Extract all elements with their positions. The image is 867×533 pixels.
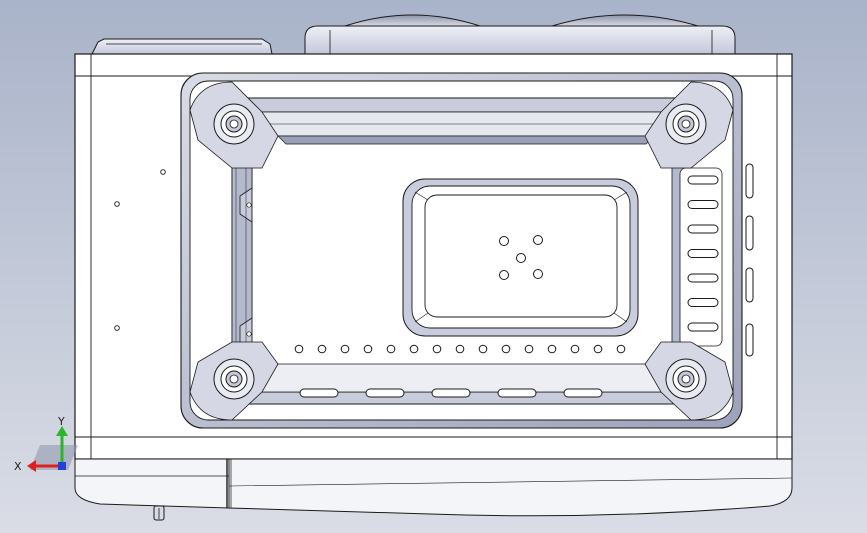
top-dome-right [551, 14, 699, 27]
z-axis-stub [58, 462, 66, 470]
side-slot [687, 273, 719, 283]
left-face-holes [114, 169, 166, 331]
hole-row [294, 344, 626, 354]
small-hole [570, 344, 580, 354]
small-hole [317, 344, 327, 354]
small-hole [616, 344, 626, 354]
bottom-base [74, 458, 793, 517]
small-hole [409, 344, 419, 354]
horizontal-slot [299, 388, 339, 398]
boss-top-right [644, 81, 734, 169]
small-hole [340, 344, 350, 354]
y-axis-label: Y [57, 415, 65, 428]
small-hole [386, 344, 396, 354]
small-hole [478, 344, 488, 354]
center-hole-pattern [499, 235, 543, 280]
side-slot [687, 175, 719, 185]
horizontal-slot [431, 388, 471, 398]
bottom-latch [153, 505, 165, 521]
right-inner-slots [687, 175, 719, 332]
horizontal-slot [497, 388, 537, 398]
top-housing [304, 25, 736, 55]
x-axis-label: X [14, 460, 22, 473]
small-hole [524, 344, 534, 354]
side-slot [687, 249, 719, 258]
top-rail [259, 111, 671, 145]
small-hole [501, 344, 511, 354]
small-hole [363, 344, 373, 354]
top-left-tab [91, 38, 273, 55]
side-slot [687, 224, 719, 234]
vertical-slot [745, 215, 754, 251]
top-dome-left [344, 14, 481, 27]
coordinate-triad: Y X [14, 415, 78, 473]
side-slot [687, 322, 719, 332]
boss-bottom-right [644, 341, 734, 421]
boss-top-left [189, 81, 279, 169]
small-hole [547, 344, 557, 354]
small-hole [432, 344, 442, 354]
vertical-slot [745, 323, 754, 357]
side-slot [687, 298, 719, 307]
small-hole [593, 344, 603, 354]
small-hole [455, 344, 465, 354]
y-axis-arrow [56, 426, 68, 436]
boss-bottom-left [189, 341, 279, 421]
small-hole [294, 344, 304, 354]
horizontal-slot [365, 388, 405, 398]
horizontal-slot [563, 388, 603, 398]
side-slot [687, 200, 719, 209]
right-rail [671, 161, 723, 363]
vertical-slot [745, 163, 754, 199]
horizontal-slots [299, 388, 603, 398]
x-axis-arrow [27, 460, 36, 472]
right-outer-slots [745, 163, 754, 357]
vertical-slot [745, 267, 754, 303]
